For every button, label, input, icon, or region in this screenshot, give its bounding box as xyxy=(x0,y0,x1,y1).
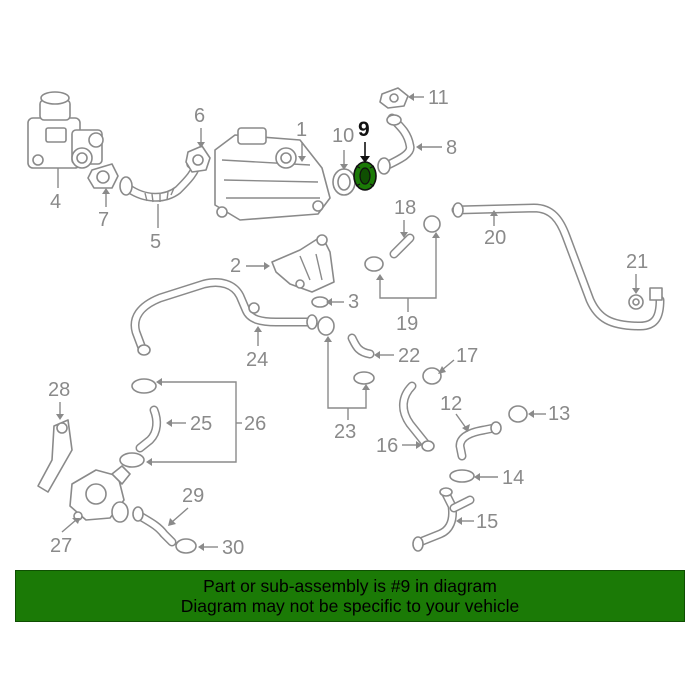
banner-line-1: Part or sub-assembly is #9 in diagram xyxy=(203,576,497,596)
part-17-clamp xyxy=(422,367,442,385)
callout-21: 21 xyxy=(626,251,648,273)
callout-23: 23 xyxy=(334,421,356,443)
callout-30: 30 xyxy=(222,537,244,559)
callout-19: 19 xyxy=(396,313,418,335)
callout-11: 11 xyxy=(428,87,449,109)
part-7-gasket xyxy=(87,163,119,189)
part-2-bracket xyxy=(271,234,335,293)
callout-20: 20 xyxy=(484,227,506,249)
callout-8: 8 xyxy=(446,137,457,159)
info-banner: Part or sub-assembly is #9 in diagram Di… xyxy=(15,570,685,622)
part-24-coolant-pipe xyxy=(130,278,318,356)
callout-12: 12 xyxy=(440,393,462,415)
callout-9: 9 xyxy=(358,118,370,141)
part-16-hose xyxy=(399,381,435,452)
part-8-hose xyxy=(377,113,415,175)
callout-6: 6 xyxy=(194,105,205,127)
part-3-seal xyxy=(311,296,329,308)
callout-25: 25 xyxy=(190,413,212,435)
part-14-clamp xyxy=(449,469,475,483)
part-21-seal xyxy=(628,287,663,310)
callout-5: 5 xyxy=(150,231,161,253)
part-10-clamp xyxy=(332,168,356,196)
callout-2: 2 xyxy=(230,255,241,277)
callout-18: 18 xyxy=(394,197,416,219)
callout-14: 14 xyxy=(502,467,524,489)
callout-27: 27 xyxy=(50,535,72,557)
part-9-highlighted-seal xyxy=(353,161,377,191)
part-15-tee-hose xyxy=(412,487,475,552)
part-26-clamps xyxy=(119,378,157,468)
part-23-clamps xyxy=(317,316,375,385)
part-28-bracket xyxy=(37,419,73,493)
part-13-clamp xyxy=(508,405,528,423)
part-22-hose xyxy=(347,333,375,359)
callout-4: 4 xyxy=(50,191,61,213)
part-1-egr-cooler xyxy=(214,127,331,221)
callout-22: 22 xyxy=(398,345,420,367)
part-19-clamps xyxy=(364,215,441,272)
part-6-gasket xyxy=(185,145,211,173)
callout-7: 7 xyxy=(98,209,109,231)
callout-16: 16 xyxy=(376,435,398,457)
banner-line-2: Diagram may not be specific to your vehi… xyxy=(180,596,520,616)
part-30-clamp xyxy=(175,538,197,554)
callout-1: 1 xyxy=(296,119,307,141)
callout-3: 3 xyxy=(348,291,359,313)
callout-29: 29 xyxy=(182,485,204,507)
callout-10: 10 xyxy=(332,125,354,147)
callout-24: 24 xyxy=(246,349,268,371)
part-12-hose xyxy=(455,421,502,461)
part-18-hose xyxy=(389,233,415,259)
part-4-egr-valve xyxy=(27,91,104,169)
part-25-hose xyxy=(135,405,162,453)
part-27-water-pump xyxy=(69,465,131,523)
callout-26: 26 xyxy=(244,413,266,435)
part-20-coolant-pipe xyxy=(451,202,665,331)
callout-28: 28 xyxy=(48,379,70,401)
part-11-gasket xyxy=(379,87,409,109)
callout-17: 17 xyxy=(456,345,478,367)
part-29-hose xyxy=(132,506,177,547)
callout-15: 15 xyxy=(476,511,498,533)
callout-13: 13 xyxy=(548,403,570,425)
